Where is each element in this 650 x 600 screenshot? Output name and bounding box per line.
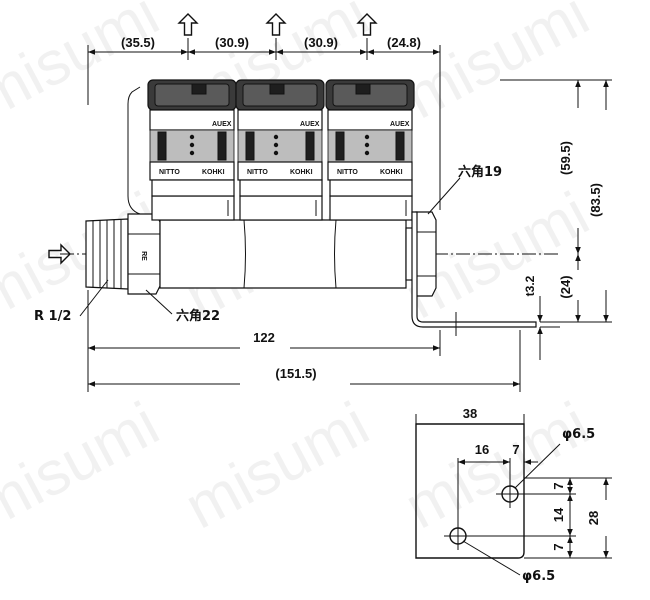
body-mark-re: RE: [140, 251, 147, 261]
dim-bracket-height: 28: [586, 511, 601, 525]
inlet-arrow-icon: [48, 243, 71, 265]
dim-top-3: (30.9): [304, 35, 338, 50]
side-loop: [127, 86, 141, 215]
label-hex-inlet: 六角22: [176, 308, 220, 324]
dim-overall-body: 122: [253, 330, 275, 345]
hole-lower-leader: [462, 540, 521, 576]
manifold-body: [151, 195, 413, 289]
mounting-bracket: [411, 211, 537, 336]
svg-text:AUEX: AUEX: [390, 121, 410, 128]
label-hole-upper: φ6.5: [562, 427, 595, 442]
dim-overall-total: (151.5): [275, 366, 316, 381]
bracket-plate: [415, 423, 525, 559]
svg-text:AUEX: AUEX: [300, 121, 320, 128]
svg-text:KOHKI: KOHKI: [290, 169, 313, 176]
svg-text:misumi: misumi: [0, 389, 170, 542]
right-dimension-lines: [500, 79, 612, 360]
dim-pitch: 14: [551, 507, 566, 522]
label-hex-outlet: 六角19: [458, 164, 502, 180]
svg-text:misumi: misumi: [394, 389, 600, 542]
dim-edge-bottom: 7: [551, 543, 566, 550]
label-hole-lower: φ6.5: [522, 569, 555, 584]
top-dimension-line: [87, 38, 441, 210]
svg-text:misumi: misumi: [174, 389, 380, 542]
coupler-2: AUEX NITTO KOHKI: [235, 79, 325, 197]
dim-plate-thickness: t3.2: [523, 275, 537, 296]
inlet-hex: RE: [127, 213, 161, 295]
svg-text:NITTO: NITTO: [159, 169, 180, 176]
bottom-dimension-lines: [87, 290, 521, 392]
inlet-thread: [85, 218, 129, 290]
hole-upper-leader: [514, 443, 561, 489]
dim-top-1: (35.5): [121, 35, 155, 50]
hex-inlet-leader: [145, 289, 173, 315]
label-thread: R 1/2: [34, 309, 71, 324]
dim-edge-top: 7: [551, 482, 566, 489]
svg-text:NITTO: NITTO: [247, 169, 268, 176]
coupler-3: AUEX NITTO KOHKI: [325, 79, 415, 197]
dim-bracket-width: 38: [463, 406, 477, 421]
svg-text:misumi: misumi: [394, 0, 600, 132]
front-view: (35.5) (30.9) (30.9) (24.8) RE: [34, 13, 612, 392]
thread-leader: [79, 279, 109, 317]
svg-text:AUEX: AUEX: [212, 121, 232, 128]
dim-top-2: (30.9): [215, 35, 249, 50]
svg-text:KOHKI: KOHKI: [380, 169, 403, 176]
hex-outlet-leader: [427, 177, 461, 215]
dim-total-height: (83.5): [588, 183, 603, 217]
outlet-arrow-icon: [177, 13, 378, 36]
svg-text:KOHKI: KOHKI: [202, 169, 225, 176]
svg-text:misumi: misumi: [0, 0, 170, 132]
dim-to-port: (59.5): [558, 141, 573, 175]
coupler-1: AUEX NITTO KOHKI: [147, 79, 237, 197]
dim-bottom: (24): [558, 275, 573, 298]
dim-top-4: (24.8): [387, 35, 421, 50]
dim-edge-offset: 7: [512, 442, 519, 457]
dim-hole-offset: 16: [475, 442, 489, 457]
bracket-view: 38 16 7 7 14 7 28 φ6.5 φ6.5: [415, 406, 612, 584]
svg-text:NITTO: NITTO: [337, 169, 358, 176]
